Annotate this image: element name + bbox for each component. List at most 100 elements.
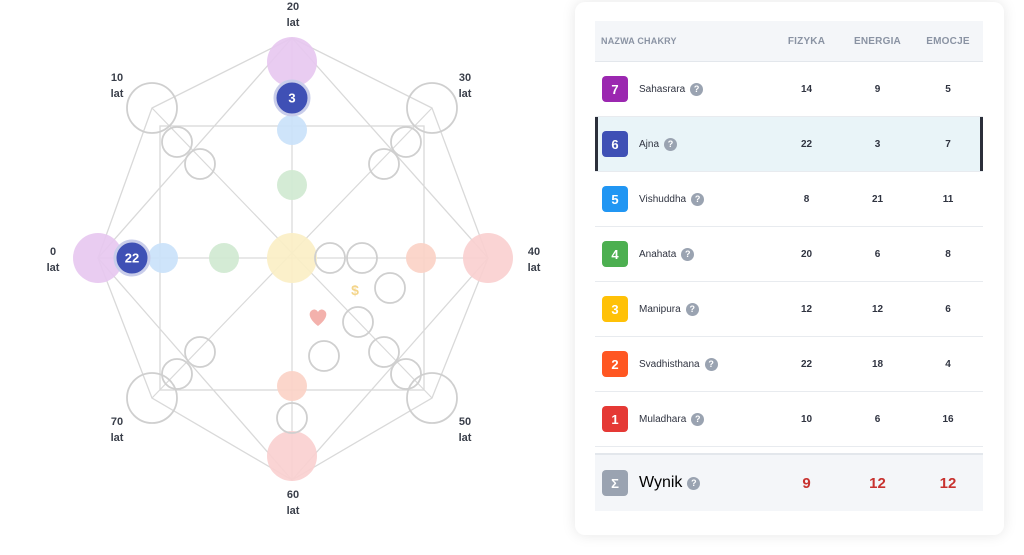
energy-value: 9 <box>874 83 881 95</box>
row-name-cell: 7 Sahasrara ? <box>595 76 771 102</box>
table-row[interactable]: 7 Sahasrara ? 14 9 5 <box>595 62 983 117</box>
chakra-number-badge: 5 <box>602 186 628 212</box>
age-label-0: 0 lat <box>38 244 68 276</box>
header-energy: ENERGIA <box>854 35 901 47</box>
row-name-cell: 3 Manipura ? <box>595 296 771 322</box>
physics-value: 12 <box>800 303 813 315</box>
help-icon[interactable]: ? <box>690 82 704 96</box>
chakra-circle-green <box>277 170 307 200</box>
energy-value: 12 <box>871 303 884 315</box>
matrix-node-circle <box>126 82 178 134</box>
matrix-node-circle <box>308 340 340 372</box>
chakra-name: Ajna <box>639 138 660 150</box>
chakra-number-badge: 6 <box>602 131 628 157</box>
sum-emotions-value: 12 <box>939 474 957 492</box>
matrix-svg: 322$ <box>73 37 513 481</box>
sum-name-cell: Σ Wynik ? <box>595 470 771 496</box>
age-label-0-num: 0 <box>49 246 57 258</box>
matrix-node-circle <box>184 336 216 368</box>
age-label-70-num: 70 <box>110 416 124 428</box>
chakra-number-badge: 7 <box>602 76 628 102</box>
table-row[interactable]: 4 Anahata ? 20 6 8 <box>595 227 983 282</box>
matrix-node-circle <box>126 372 178 424</box>
energy-value: 6 <box>874 248 881 260</box>
chakra-name: Sahasrara <box>639 83 686 95</box>
matrix-node-circle <box>346 242 378 274</box>
physics-value: 20 <box>800 248 813 260</box>
age-label-60-num: 60 <box>286 489 300 501</box>
matrix-node-circle <box>406 372 458 424</box>
emotions-value: 11 <box>942 193 954 205</box>
table-row[interactable]: 2 Svadhisthana ? 22 18 4 <box>595 337 983 392</box>
chakra-circle-blue <box>277 115 307 145</box>
sum-label: Wynik <box>639 474 683 491</box>
table-row[interactable]: 1 Muladhara ? 10 6 16 <box>595 392 983 447</box>
energy-value: 6 <box>874 413 881 425</box>
age-label-0-unit: lat <box>46 262 60 274</box>
matrix-node-circle <box>390 126 422 158</box>
header-emotions: EMOCJE <box>926 35 970 47</box>
heart-icon <box>309 309 327 326</box>
matrix-node-circle <box>161 358 193 390</box>
age-label-70: 70 lat <box>102 414 132 446</box>
emotions-value: 6 <box>945 303 951 315</box>
help-icon[interactable]: ? <box>704 357 718 371</box>
table-row[interactable]: 3 Manipura ? 12 12 6 <box>595 282 983 337</box>
age-label-10-unit: lat <box>110 88 124 100</box>
age-0-marker <box>113 239 151 277</box>
chakra-number-badge: 1 <box>602 406 628 432</box>
physics-value: 10 <box>800 413 813 425</box>
age-label-30-unit: lat <box>458 88 472 100</box>
matrix-node-circle <box>342 306 374 338</box>
sum-energy-value: 12 <box>869 474 886 492</box>
chakra-circle-red <box>463 233 513 283</box>
help-icon[interactable]: ? <box>687 476 701 490</box>
energy-value: 18 <box>871 358 884 370</box>
emotions-value: 4 <box>945 358 951 370</box>
sum-row: Σ Wynik ? 9 12 12 <box>595 453 983 511</box>
chakra-circle-yellow <box>267 233 317 283</box>
table-row[interactable]: 5 Vishuddha ? 8 21 11 <box>595 172 983 227</box>
age-label-40-unit: lat <box>527 262 541 274</box>
age-label-20-unit: lat <box>286 17 300 29</box>
age-label-30-num: 30 <box>458 72 472 84</box>
matrix-node-circle <box>314 242 346 274</box>
matrix-node-circle <box>368 148 400 180</box>
help-icon[interactable]: ? <box>691 412 705 426</box>
energy-value: 21 <box>871 193 884 205</box>
age-label-30: 30 lat <box>450 70 480 102</box>
physics-value: 22 <box>800 358 813 370</box>
age-20-marker-value: 3 <box>288 91 295 106</box>
header-name: NAZWA CHAKRY <box>601 36 677 46</box>
help-icon[interactable]: ? <box>691 192 705 206</box>
row-name-cell: 1 Muladhara ? <box>595 406 771 432</box>
age-label-20: 20 lat <box>278 0 308 31</box>
help-icon[interactable]: ? <box>681 247 695 261</box>
chakra-circle-green <box>209 243 239 273</box>
chakra-name: Manipura <box>639 303 681 315</box>
help-icon[interactable]: ? <box>664 137 678 151</box>
row-name-cell: 6 Ajna ? <box>595 131 771 157</box>
chakra-name: Vishuddha <box>639 193 687 205</box>
chakra-name: Svadhisthana <box>639 358 700 370</box>
emotions-value: 8 <box>945 248 951 260</box>
chakra-name: Anahata <box>639 248 677 260</box>
chakra-number-badge: 2 <box>602 351 628 377</box>
help-icon[interactable]: ? <box>685 302 699 316</box>
table-row[interactable]: 6 Ajna ? 22 3 7 <box>595 117 983 172</box>
row-name-cell: 4 Anahata ? <box>595 241 771 267</box>
age-label-50-unit: lat <box>458 432 472 444</box>
matrix-node-circle <box>374 272 406 304</box>
age-label-40-num: 40 <box>527 246 541 258</box>
age-0-marker-value: 22 <box>125 251 139 266</box>
chakra-circle-blue <box>148 243 178 273</box>
chakra-number-badge: 4 <box>602 241 628 267</box>
header-physics: FIZYKA <box>787 35 826 47</box>
chakra-circle-violet <box>267 37 317 87</box>
sigma-icon: Σ <box>602 470 628 496</box>
table-header: NAZWA CHAKRY FIZYKA ENERGIA EMOCJE <box>595 21 983 62</box>
age-20-marker <box>273 79 311 117</box>
row-name-cell: 5 Vishuddha ? <box>595 186 771 212</box>
age-label-10: 10 lat <box>102 70 132 102</box>
